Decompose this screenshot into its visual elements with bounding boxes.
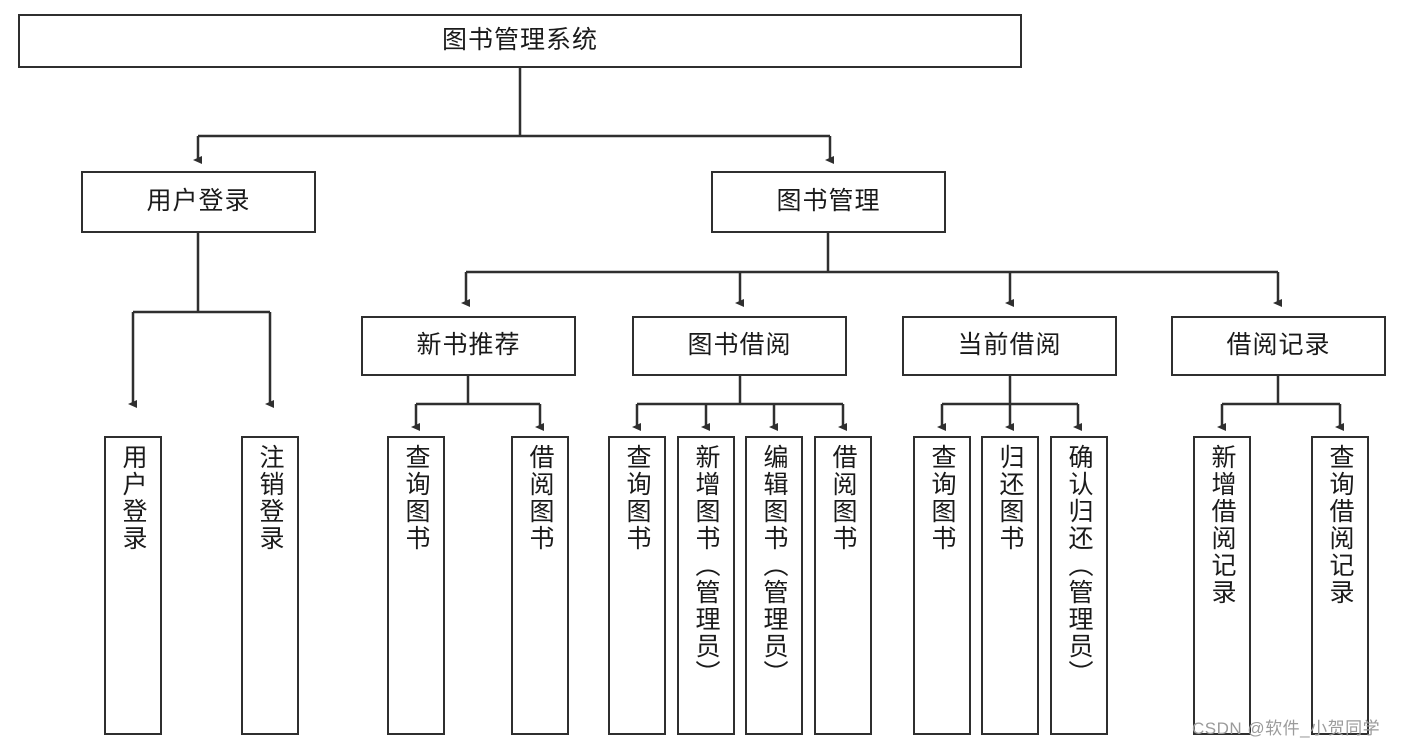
node-label: 编辑图书（管理员） bbox=[760, 444, 788, 687]
node-leaf-return-book[interactable]: 归还图书 bbox=[981, 436, 1039, 735]
node-user-login[interactable]: 用户登录 bbox=[81, 171, 316, 233]
node-label: 图书管理 bbox=[776, 187, 881, 216]
node-book-management[interactable]: 图书管理 bbox=[711, 171, 946, 233]
node-label: 用户登录 bbox=[146, 187, 251, 216]
node-label: 查询图书 bbox=[402, 444, 430, 552]
node-label: 查询图书 bbox=[928, 444, 956, 552]
csdn-watermark: CSDN @软件_小贺同学 bbox=[1192, 719, 1381, 738]
node-label: 归还图书 bbox=[996, 444, 1024, 552]
node-label: 借阅记录 bbox=[1226, 331, 1331, 360]
node-current-borrow[interactable]: 当前借阅 bbox=[902, 316, 1117, 376]
node-label: 当前借阅 bbox=[957, 331, 1062, 360]
node-label: 查询借阅记录 bbox=[1326, 444, 1354, 606]
node-leaf-user-login[interactable]: 用户登录 bbox=[104, 436, 162, 735]
node-leaf-confirm-return-admin[interactable]: 确认归还（管理员） bbox=[1050, 436, 1108, 735]
node-leaf-query-book-current[interactable]: 查询图书 bbox=[913, 436, 971, 735]
node-leaf-query-book-recommend[interactable]: 查询图书 bbox=[387, 436, 445, 735]
node-new-book-recommend[interactable]: 新书推荐 bbox=[361, 316, 576, 376]
node-leaf-borrow-book-recommend[interactable]: 借阅图书 bbox=[511, 436, 569, 735]
node-leaf-user-logout[interactable]: 注销登录 bbox=[241, 436, 299, 735]
node-label: 借阅图书 bbox=[829, 444, 857, 552]
node-label: 用户登录 bbox=[119, 444, 147, 552]
node-leaf-query-book-borrow[interactable]: 查询图书 bbox=[608, 436, 666, 735]
node-label: 新增图书（管理员） bbox=[692, 444, 720, 687]
node-root-system[interactable]: 图书管理系统 bbox=[18, 14, 1022, 68]
node-label: 新书推荐 bbox=[416, 331, 521, 360]
node-label: 确认归还（管理员） bbox=[1065, 444, 1093, 687]
node-label: 注销登录 bbox=[256, 444, 284, 552]
node-book-borrow[interactable]: 图书借阅 bbox=[632, 316, 847, 376]
node-leaf-add-borrow-record[interactable]: 新增借阅记录 bbox=[1193, 436, 1251, 735]
node-label: 借阅图书 bbox=[526, 444, 554, 552]
node-leaf-add-book-admin[interactable]: 新增图书（管理员） bbox=[677, 436, 735, 735]
node-label: 查询图书 bbox=[623, 444, 651, 552]
node-leaf-query-borrow-record[interactable]: 查询借阅记录 bbox=[1311, 436, 1369, 735]
node-label: 图书管理系统 bbox=[441, 26, 598, 55]
node-borrow-record[interactable]: 借阅记录 bbox=[1171, 316, 1386, 376]
node-label: 图书借阅 bbox=[687, 331, 792, 360]
node-label: 新增借阅记录 bbox=[1208, 444, 1236, 606]
node-leaf-edit-book-admin[interactable]: 编辑图书（管理员） bbox=[745, 436, 803, 735]
node-leaf-borrow-book[interactable]: 借阅图书 bbox=[814, 436, 872, 735]
